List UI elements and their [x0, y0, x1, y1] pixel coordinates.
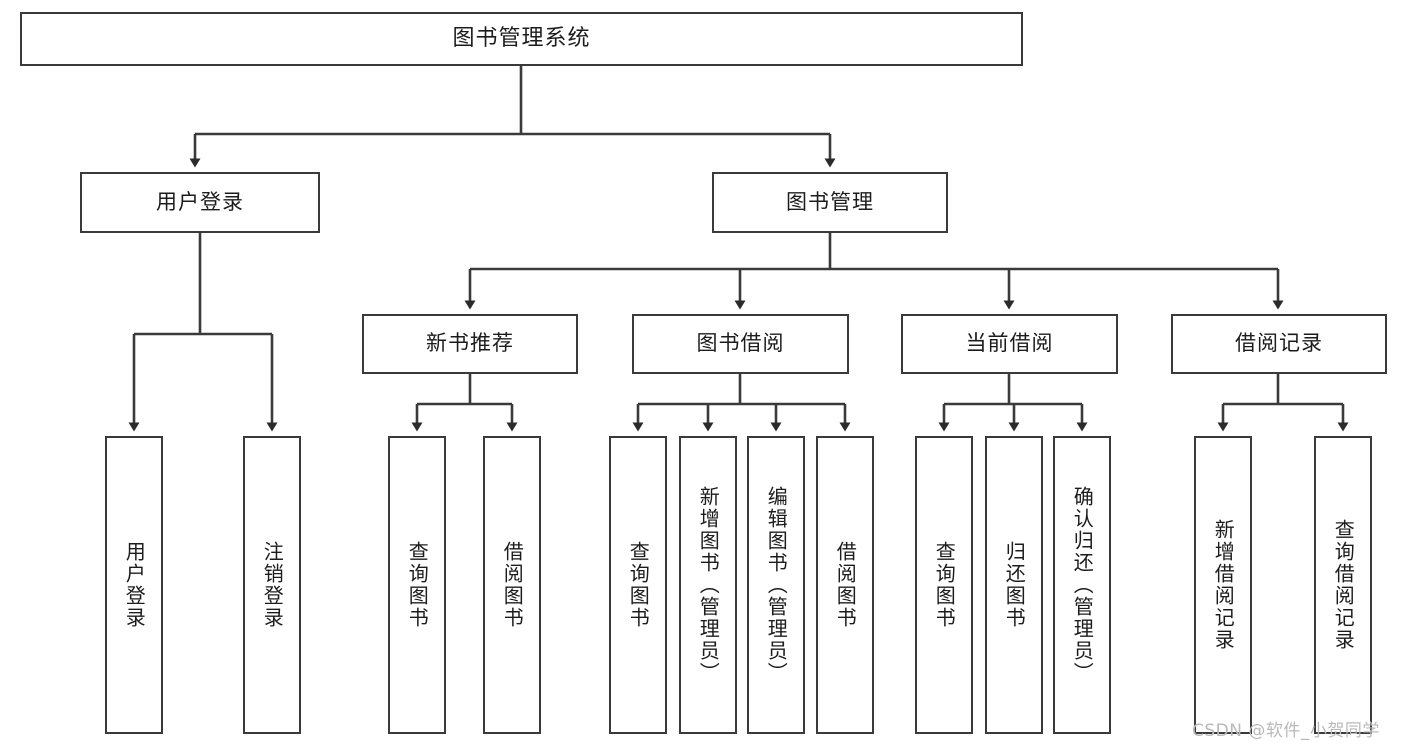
- node-leaf-add-book[interactable]: 新增图书（管理员）: [679, 436, 737, 734]
- node-leaf-borrow-book-1-label: 借阅图书: [500, 541, 525, 629]
- node-user-login-label: 用户登录: [156, 189, 244, 214]
- node-leaf-add-record[interactable]: 新增借阅记录: [1194, 436, 1252, 734]
- node-new-book-recommend[interactable]: 新书推荐: [362, 314, 578, 374]
- node-book-borrow-label: 图书借阅: [696, 331, 785, 356]
- node-book-manage[interactable]: 图书管理: [712, 172, 948, 233]
- node-new-book-recommend-label: 新书推荐: [426, 331, 514, 356]
- node-leaf-query-record[interactable]: 查询借阅记录: [1314, 436, 1372, 734]
- node-user-login[interactable]: 用户登录: [80, 172, 320, 233]
- node-leaf-return-book-label: 归还图书: [1002, 541, 1027, 629]
- node-book-manage-label: 图书管理: [786, 189, 874, 214]
- node-borrow-record[interactable]: 借阅记录: [1171, 314, 1387, 374]
- node-leaf-edit-book-label: 编辑图书（管理员）: [764, 486, 789, 684]
- node-leaf-query-book-1[interactable]: 查询图书: [388, 436, 446, 734]
- node-leaf-query-record-label: 查询借阅记录: [1331, 519, 1356, 651]
- node-root[interactable]: 图书管理系统: [20, 12, 1023, 66]
- node-book-borrow[interactable]: 图书借阅: [632, 314, 849, 374]
- node-leaf-query-book-3-label: 查询图书: [932, 541, 957, 629]
- node-leaf-add-book-label: 新增图书（管理员）: [696, 486, 721, 684]
- node-leaf-user-login-label: 用户登录: [122, 541, 147, 629]
- node-borrow-record-label: 借阅记录: [1235, 331, 1323, 356]
- node-leaf-borrow-book-2[interactable]: 借阅图书: [816, 436, 874, 734]
- node-leaf-logout-login[interactable]: 注销登录: [243, 436, 301, 734]
- node-leaf-borrow-book-1[interactable]: 借阅图书: [483, 436, 541, 734]
- node-leaf-confirm-return[interactable]: 确认归还（管理员）: [1053, 436, 1111, 734]
- node-leaf-user-login[interactable]: 用户登录: [105, 436, 163, 734]
- node-leaf-borrow-book-2-label: 借阅图书: [833, 541, 858, 629]
- node-current-borrow[interactable]: 当前借阅: [901, 314, 1118, 374]
- node-leaf-add-record-label: 新增借阅记录: [1211, 519, 1236, 651]
- node-leaf-logout-login-label: 注销登录: [260, 541, 285, 629]
- node-leaf-query-book-3[interactable]: 查询图书: [915, 436, 973, 734]
- watermark-text: CSDN @软件_小贺同学: [1192, 721, 1380, 741]
- node-leaf-query-book-1-label: 查询图书: [405, 541, 430, 629]
- node-root-label: 图书管理系统: [452, 25, 591, 51]
- node-leaf-edit-book[interactable]: 编辑图书（管理员）: [747, 436, 805, 734]
- node-leaf-return-book[interactable]: 归还图书: [985, 436, 1043, 734]
- node-leaf-query-book-2[interactable]: 查询图书: [609, 436, 667, 734]
- node-leaf-confirm-return-label: 确认归还（管理员）: [1070, 486, 1095, 684]
- node-current-borrow-label: 当前借阅: [965, 331, 1054, 356]
- node-leaf-query-book-2-label: 查询图书: [626, 541, 651, 629]
